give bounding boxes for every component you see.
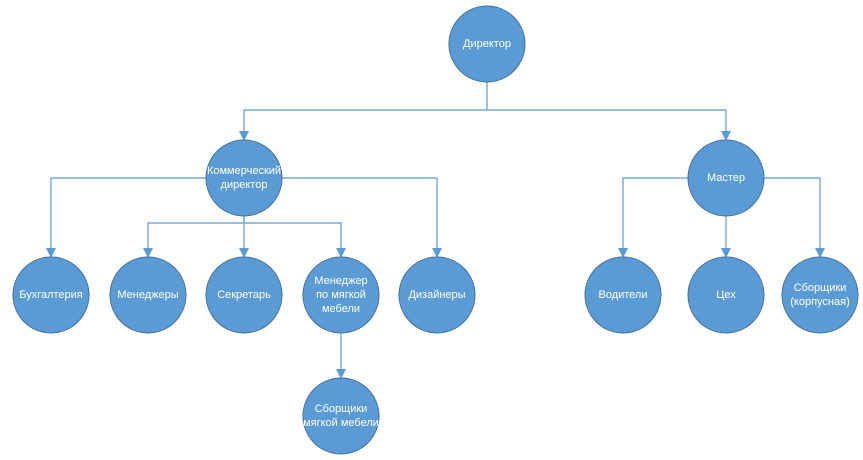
node-soft-manager xyxy=(302,256,380,334)
connector-commercial-to-accounting xyxy=(46,177,206,258)
connector-master-to-cabinet-assemblers xyxy=(764,177,825,258)
connector-commercial-to-designers xyxy=(282,177,442,258)
connector-commercial-to-soft-manager xyxy=(244,222,346,258)
connector-master-to-drivers xyxy=(618,177,688,258)
node-accounting xyxy=(12,256,90,334)
node-designers xyxy=(398,256,476,334)
node-commercial xyxy=(205,139,283,217)
node-master xyxy=(687,139,765,217)
connector-director-to-master xyxy=(487,109,731,141)
connector-commercial-to-managers xyxy=(143,216,245,258)
node-secretary xyxy=(205,256,283,334)
node-director xyxy=(448,5,526,83)
node-drivers xyxy=(584,256,662,334)
node-managers xyxy=(109,256,187,334)
nodes xyxy=(12,5,859,455)
node-cabinet-assemblers xyxy=(781,256,859,334)
connector-director-to-commercial xyxy=(239,82,488,141)
node-workshop xyxy=(687,256,765,334)
node-soft-assemblers xyxy=(302,377,380,455)
connectors xyxy=(46,82,825,379)
